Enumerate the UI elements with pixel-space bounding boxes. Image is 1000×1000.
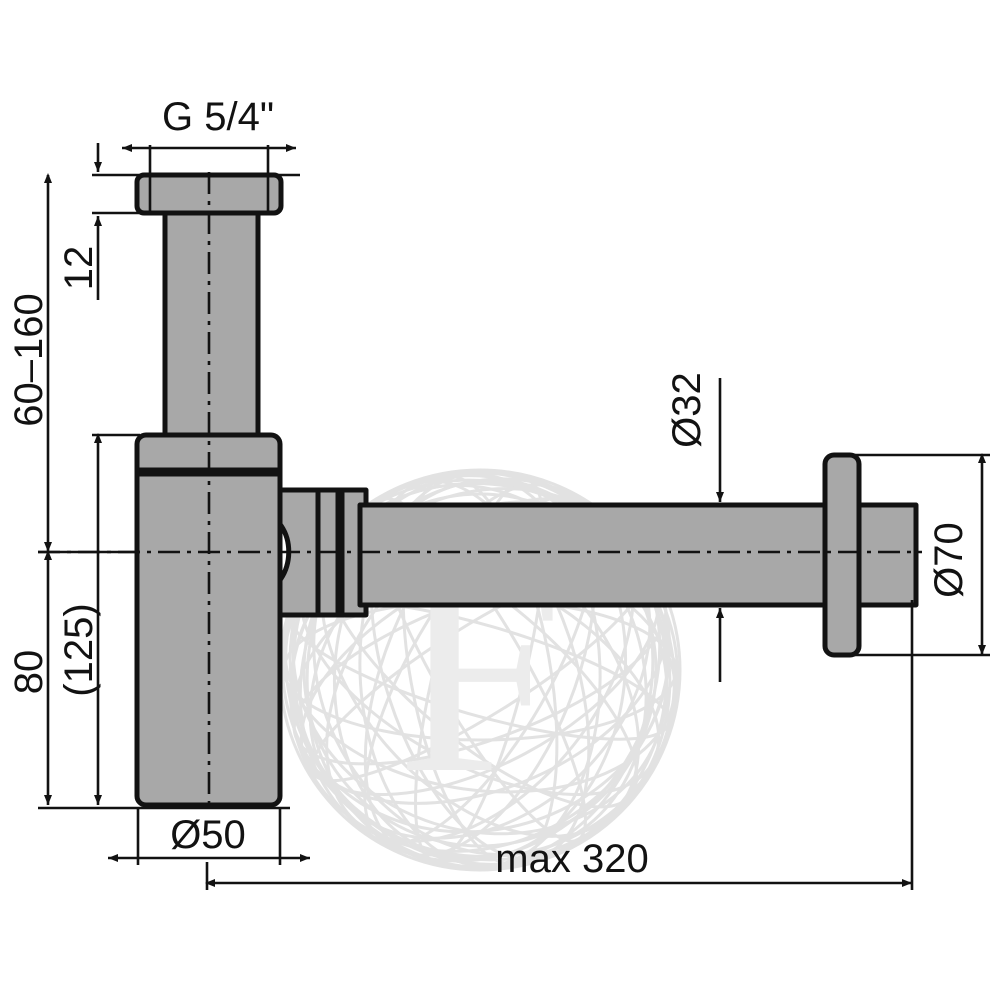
- label-flange-thickness: 12: [57, 246, 101, 291]
- dimension-labels: G 5/4" 12 60–160 80 (125) Ø50 Ø32 Ø70 ma…: [7, 95, 971, 881]
- center-lines: [38, 172, 922, 808]
- label-body-diameter: Ø50: [170, 813, 246, 857]
- label-max-reach: max 320: [495, 837, 648, 881]
- label-flange-diameter: Ø70: [927, 522, 971, 598]
- label-thread-top: G 5/4": [162, 95, 274, 139]
- dimension-lines: [38, 143, 990, 890]
- wall-flange: [822, 452, 862, 658]
- label-height-to-center: 80: [7, 650, 51, 695]
- label-height-range: 60–160: [7, 293, 51, 426]
- label-body-height: (125): [57, 603, 101, 696]
- label-pipe-diameter: Ø32: [665, 372, 709, 448]
- neck-tube: [162, 207, 261, 443]
